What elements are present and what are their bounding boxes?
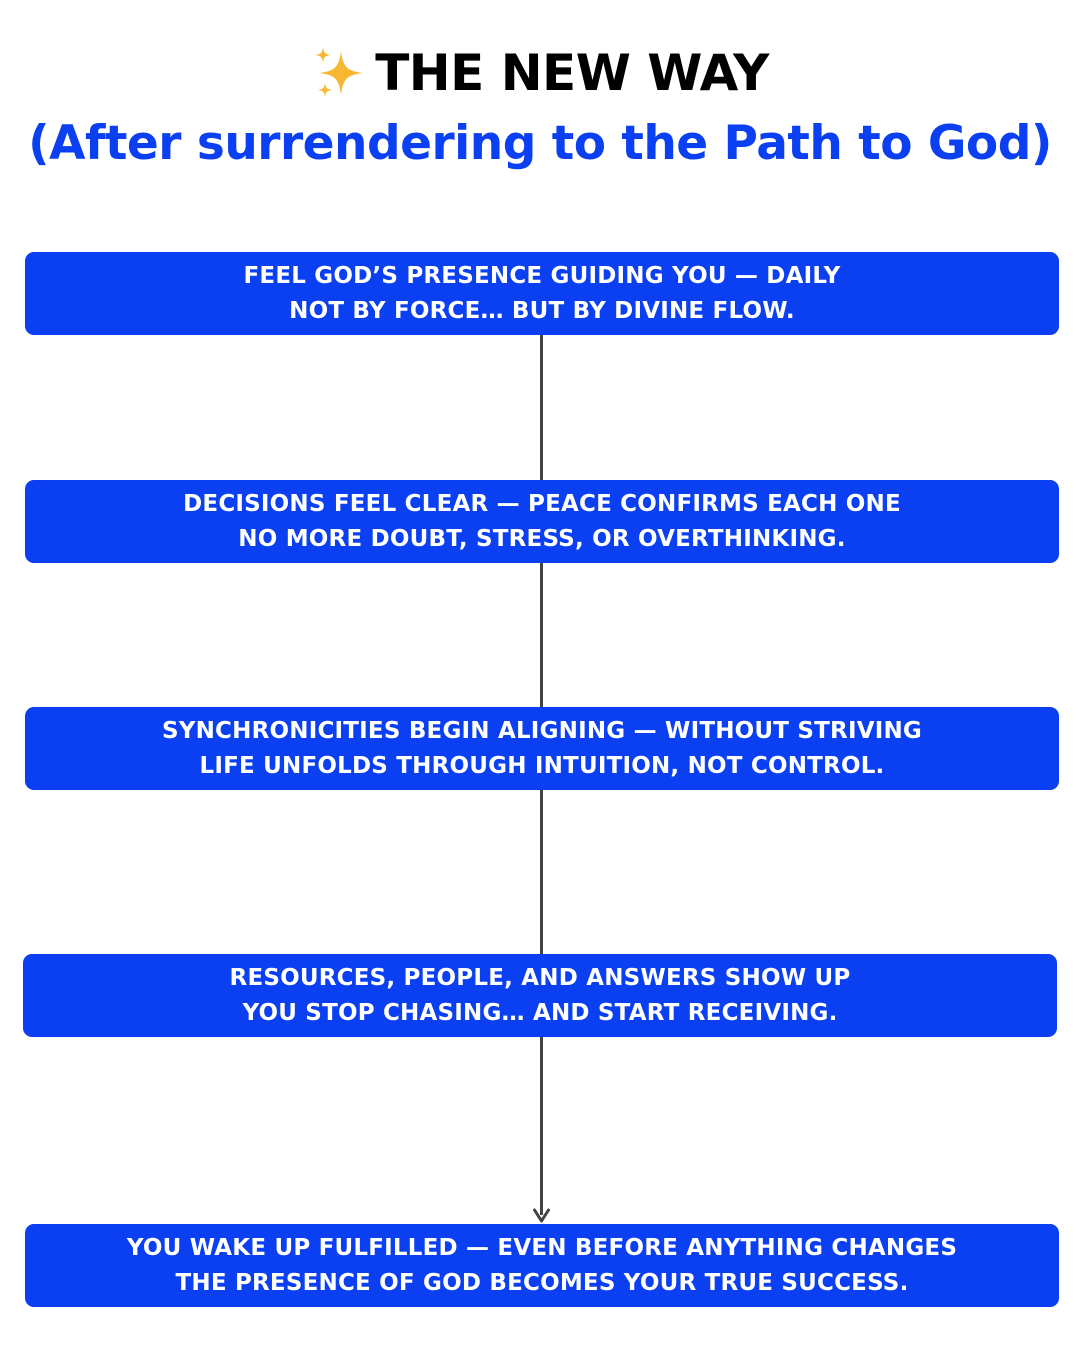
flow-step-3: SYNCHRONICITIES BEGIN ALIGNING — WITHOUT… <box>25 707 1059 790</box>
flow-step-line-2: LIFE UNFOLDS THROUGH INTUITION, NOT CONT… <box>199 752 885 779</box>
flow-step-5: YOU WAKE UP FULFILLED — EVEN BEFORE ANYT… <box>25 1224 1059 1307</box>
flow-step-line-2: THE PRESENCE OF GOD BECOMES YOUR TRUE SU… <box>175 1269 909 1296</box>
flow-step-line-1: RESOURCES, PEOPLE, AND ANSWERS SHOW UP <box>229 964 851 991</box>
flow-step-2: DECISIONS FEEL CLEAR — PEACE CONFIRMS EA… <box>25 480 1059 563</box>
flow-step-line-1: DECISIONS FEEL CLEAR — PEACE CONFIRMS EA… <box>183 490 901 517</box>
flow-step-line-2: NO MORE DOUBT, STRESS, OR OVERTHINKING. <box>238 525 846 552</box>
flow-step-4: RESOURCES, PEOPLE, AND ANSWERS SHOW UP Y… <box>23 954 1057 1037</box>
flow-step-line-2: YOU STOP CHASING… AND START RECEIVING. <box>242 999 838 1026</box>
flow-step-line-1: YOU WAKE UP FULFILLED — EVEN BEFORE ANYT… <box>126 1234 958 1261</box>
page-title: THE NEW WAY <box>375 44 769 102</box>
page-subtitle: (After surrendering to the Path to God) <box>28 116 1052 171</box>
flow-step-line-1: SYNCHRONICITIES BEGIN ALIGNING — WITHOUT… <box>161 717 922 744</box>
flow-step-1: FEEL GOD’S PRESENCE GUIDING YOU — DAILY … <box>25 252 1059 335</box>
flow-step-line-2: NOT BY FORCE… BUT BY DIVINE FLOW. <box>289 297 795 324</box>
sparkles-icon <box>315 47 364 97</box>
title-row: THE NEW WAY <box>0 38 1080 108</box>
arrow-down-icon <box>533 1208 550 1223</box>
flow-step-line-1: FEEL GOD’S PRESENCE GUIDING YOU — DAILY <box>243 262 841 289</box>
